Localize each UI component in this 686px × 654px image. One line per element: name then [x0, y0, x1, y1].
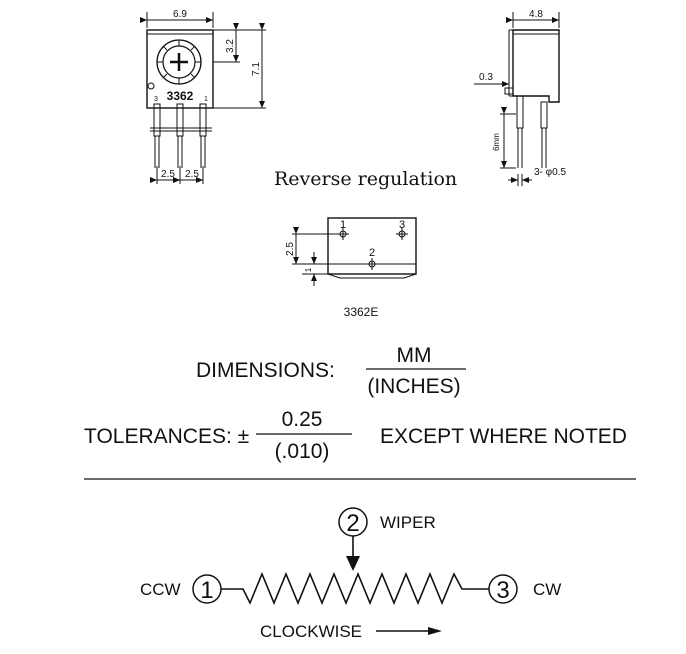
svg-text:1: 1: [200, 577, 213, 604]
e-pin-1: 1: [337, 219, 349, 240]
lead-length-dimension: 6mm: [492, 107, 516, 169]
wiper-arrow-icon: [346, 556, 360, 571]
offset-dim-label: 0.3: [479, 72, 493, 83]
ccw-label: CCW: [140, 580, 181, 599]
tolerance-exception-note: EXCEPT WHERE NOTED: [380, 425, 627, 448]
pin-marker-dot: [147, 82, 155, 90]
lead-length-label: 6mm: [492, 133, 501, 151]
width-dimension: 6.9: [140, 9, 214, 28]
cw-label: CW: [533, 580, 561, 599]
svg-text:1: 1: [340, 219, 346, 231]
offset-dimension: 0.3: [474, 72, 509, 87]
e-vertical-dimensions: 2.5 1: [285, 227, 340, 286]
knob-dimension: 3.2: [213, 23, 240, 63]
side-view: 4.8 0.3 6mm: [474, 9, 566, 186]
top-view: 6.9 3362 3 1 3.2: [140, 9, 266, 184]
svg-text:3: 3: [399, 219, 405, 231]
lead-diameter-dimension: 3- φ0.5: [508, 167, 566, 186]
schematic: 2 WIPER CCW 1 3 CW CLOCKWISE: [140, 507, 561, 641]
dimensions-note: DIMENSIONS: MM (INCHES): [196, 344, 466, 398]
svg-text:2: 2: [369, 247, 375, 259]
pitch-dimension: 2.5 2.5: [150, 166, 204, 184]
e-pin-2: 2: [366, 247, 378, 270]
e-dim-2-5: 2.5: [285, 242, 296, 256]
resistor-zigzag: [221, 571, 489, 606]
height-dim-label: 7.1: [251, 62, 262, 76]
adjustment-knob-icon: [156, 39, 202, 85]
wiper-terminal: 2: [338, 507, 368, 537]
pot-body: [146, 29, 214, 109]
depth-dimension: 4.8: [506, 9, 560, 28]
clockwise-arrow-icon: [428, 627, 442, 635]
dimensions-unit-bottom: (INCHES): [367, 375, 460, 398]
e-model-label: 3362E: [344, 305, 379, 319]
cw-terminal: 3: [488, 574, 518, 604]
reverse-regulation-caption: Reverse regulation: [274, 168, 457, 190]
pitch-right-label: 2.5: [185, 169, 199, 180]
depth-dim-label: 4.8: [529, 9, 543, 20]
side-leads: [516, 95, 548, 168]
clockwise-label: CLOCKWISE: [260, 622, 362, 641]
tolerances-note: TOLERANCES: ± 0.25 (.010) EXCEPT WHERE N…: [84, 408, 627, 463]
dimensions-label: DIMENSIONS:: [196, 359, 335, 382]
tolerances-label: TOLERANCES: ±: [84, 425, 249, 448]
dimensions-unit-top: MM: [397, 344, 432, 367]
tolerance-value-top: 0.25: [282, 408, 323, 431]
tolerance-value-bottom: (.010): [275, 440, 330, 463]
height-dimension: 7.1: [213, 23, 266, 109]
pitch-left-label: 2.5: [161, 169, 175, 180]
ccw-terminal: 1: [192, 574, 222, 604]
e-view: 1 3 2 2.5 1 3362E: [285, 217, 417, 319]
top-model-label: 3362: [167, 89, 194, 103]
top-pins: [150, 103, 212, 168]
side-body: [512, 29, 560, 103]
knob-dim-label: 3.2: [225, 39, 236, 53]
e-dim-1: 1: [304, 267, 313, 272]
e-body: [327, 217, 417, 275]
pin1-label: 1: [204, 96, 208, 103]
lead-diameter-label: 3- φ0.5: [534, 167, 566, 178]
width-dim-label: 6.9: [173, 9, 187, 20]
pin3-label: 3: [154, 96, 158, 103]
e-pin-3: 3: [396, 219, 408, 240]
wiper-label: WIPER: [380, 513, 436, 532]
svg-text:2: 2: [346, 510, 359, 537]
svg-text:3: 3: [496, 577, 509, 604]
